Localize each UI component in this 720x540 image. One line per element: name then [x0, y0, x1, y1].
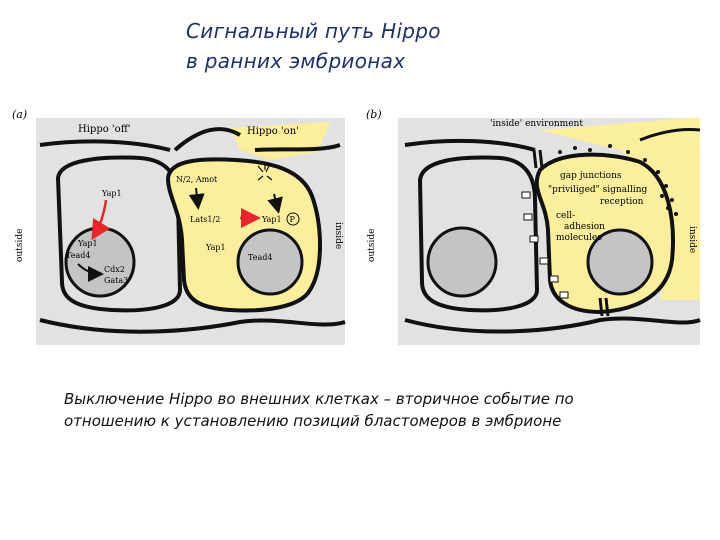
tead4-left-label: Tead4 [66, 251, 90, 260]
panel-b-label: (b) [366, 108, 382, 121]
n2-amot-label: N/2, Amot [176, 175, 218, 184]
panel-b-outside-label: outside [367, 229, 377, 262]
hippo-on-label: Hippo 'on' [247, 126, 299, 137]
inside-environment-label: 'inside' environment [490, 119, 583, 129]
outside-cell-nucleus [64, 226, 136, 298]
panel-a-inside-label: inside [333, 222, 343, 249]
gap-junctions-label: gap junctions [560, 171, 622, 181]
panel-b: (b) [366, 108, 701, 345]
tead4-right-label: Tead4 [248, 253, 272, 262]
caption-line2: отношению к установлению позиций бластом… [64, 412, 562, 430]
inside-environment-region [540, 118, 700, 300]
slide-title-line1: Сигнальный путь Hippo [186, 19, 441, 43]
outside-cell-nucleus-b [426, 226, 498, 298]
privileged-signalling-label: "priviliged" signalling [548, 185, 648, 195]
panel-b-inside-label: inside [687, 226, 697, 253]
yap1-nuclear-translocation-arrow [91, 199, 111, 241]
slide-title: Сигнальный путь Hippo в ранних эмбрионах [186, 16, 441, 76]
cell-membrane-top-b [404, 138, 536, 152]
panel-a-outside-label: outside [15, 229, 25, 262]
cell-label: cell- [556, 211, 575, 221]
gap-junction-marks [532, 149, 610, 317]
cell-membrane-top-right [254, 143, 341, 152]
yap1-phospho-label: Yap1 [261, 215, 282, 224]
cell-membrane-bottom-b [404, 316, 701, 334]
inside-cell-nucleus-b [586, 228, 654, 296]
phosphate-label: P [290, 215, 296, 224]
inside-cell-nucleus [236, 228, 304, 296]
cell-membrane-top-mid [173, 127, 242, 152]
tead4-activation-arrow [77, 263, 104, 282]
yap1-lower-label: Yap1 [205, 243, 226, 252]
cell-membrane-top-left [39, 139, 171, 152]
amot-to-lats-arrow [188, 187, 205, 210]
panel-a: (a) Hippo 'off' Hippo 'on' outside insid… [12, 108, 346, 345]
panel-a-label: (a) [12, 108, 27, 121]
yap1-cytoplasm-label: Yap1 [101, 189, 122, 198]
hippo-off-label: Hippo 'off' [78, 124, 131, 135]
gata3-label: Gata3 [104, 276, 128, 285]
lats-label: Lats1/2 [190, 215, 220, 224]
signalling-dots [558, 144, 678, 216]
caption-line1: Выключение Hippo во внешних клетках – вт… [64, 390, 574, 408]
cdx2-label: Cdx2 [104, 265, 125, 274]
molecules-label: molecules [556, 233, 602, 243]
reception-label: reception [600, 197, 644, 207]
adhesion-label: adhesion [564, 222, 605, 232]
slide-title-line2: в ранних эмбрионах [186, 49, 406, 73]
slide-caption: Выключение Hippo во внешних клетках – вт… [64, 388, 704, 432]
cell-membrane-bottom [39, 318, 346, 334]
degradation-star-icon [257, 162, 273, 181]
degradation-arrow [267, 193, 283, 214]
yap1-nucleus-label: Yap1 [77, 239, 98, 248]
adhesion-molecule-marks [521, 191, 569, 299]
cell-membrane-top-right-b [639, 128, 701, 142]
phosphate-circle [286, 212, 300, 226]
